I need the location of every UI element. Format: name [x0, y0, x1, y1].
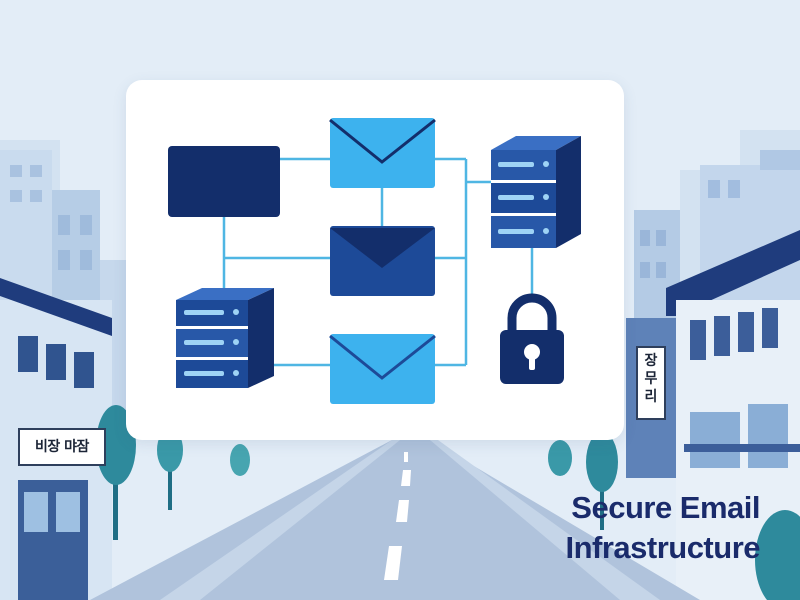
envelope-icon [329, 334, 436, 404]
network-diagram [168, 118, 581, 404]
connector-lines [222, 157, 534, 367]
road [90, 440, 700, 600]
caption-line-1: Secure Email [571, 490, 760, 525]
envelope-icon [329, 118, 436, 188]
left-buildings [0, 150, 130, 600]
storefront-sign-left: 비장 먀잠 [18, 428, 106, 466]
email-network-diagram-card [126, 80, 624, 440]
envelope-icon [330, 226, 435, 296]
server-icon [491, 136, 581, 248]
server-icon [176, 288, 274, 388]
right-trees [548, 432, 800, 600]
right-buildings [626, 150, 800, 600]
padlock-icon [500, 293, 564, 384]
caption-line-2: Infrastructure [565, 530, 760, 565]
headline-caption: Secure Email Infrastructure [565, 488, 760, 568]
storefront-sign-right: 장 무 리 [636, 346, 666, 420]
monitor-icon [168, 146, 280, 217]
